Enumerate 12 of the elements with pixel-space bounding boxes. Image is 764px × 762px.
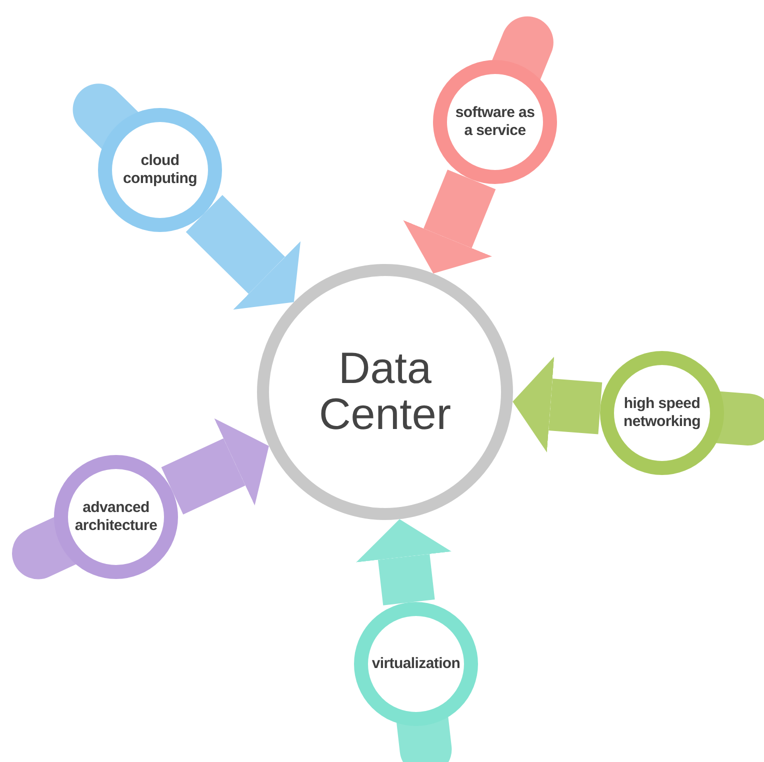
topic-label: cloud computing: [122, 152, 198, 188]
topic-label: virtualization: [372, 655, 460, 673]
arrow: [512, 356, 602, 452]
arrow: [356, 519, 452, 606]
center-title: Data Center: [318, 346, 452, 438]
arrow: [186, 195, 301, 310]
topic-label: high speed networking: [622, 395, 702, 431]
arrow: [161, 418, 269, 514]
center-ring: [257, 264, 513, 520]
topic-label: software as a service: [454, 104, 536, 140]
topic-label: advanced architecture: [74, 499, 158, 535]
arrow: [403, 170, 496, 274]
